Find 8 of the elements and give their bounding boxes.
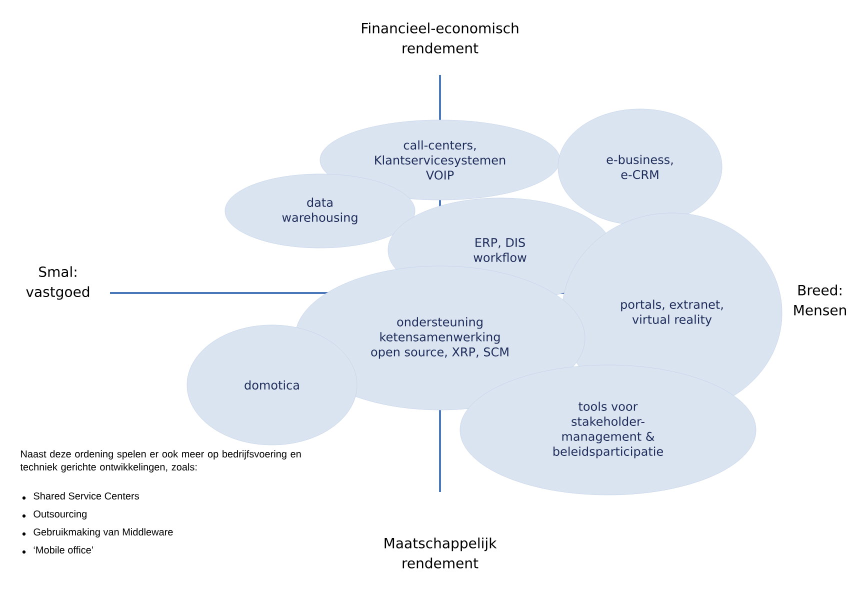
axis-label: Financieel-economisch rendement — [362, 22, 518, 54]
list-item: Shared Service Centers — [34, 492, 139, 500]
axis-label: Maatschappelijk rendement — [384, 538, 497, 568]
axis-label: Smal: vastgoed — [26, 266, 90, 300]
note-text: Naast deze ordening spelen er ook meer op bedrijfsvoering en techniek gerichte ontwikkelingen, zoals: — [20, 450, 301, 472]
list-item: ‘Mobile office’ — [34, 546, 93, 554]
list-item: Outsourcing — [34, 510, 86, 520]
list-item: Gebruikmaking van Middleware — [34, 528, 173, 538]
